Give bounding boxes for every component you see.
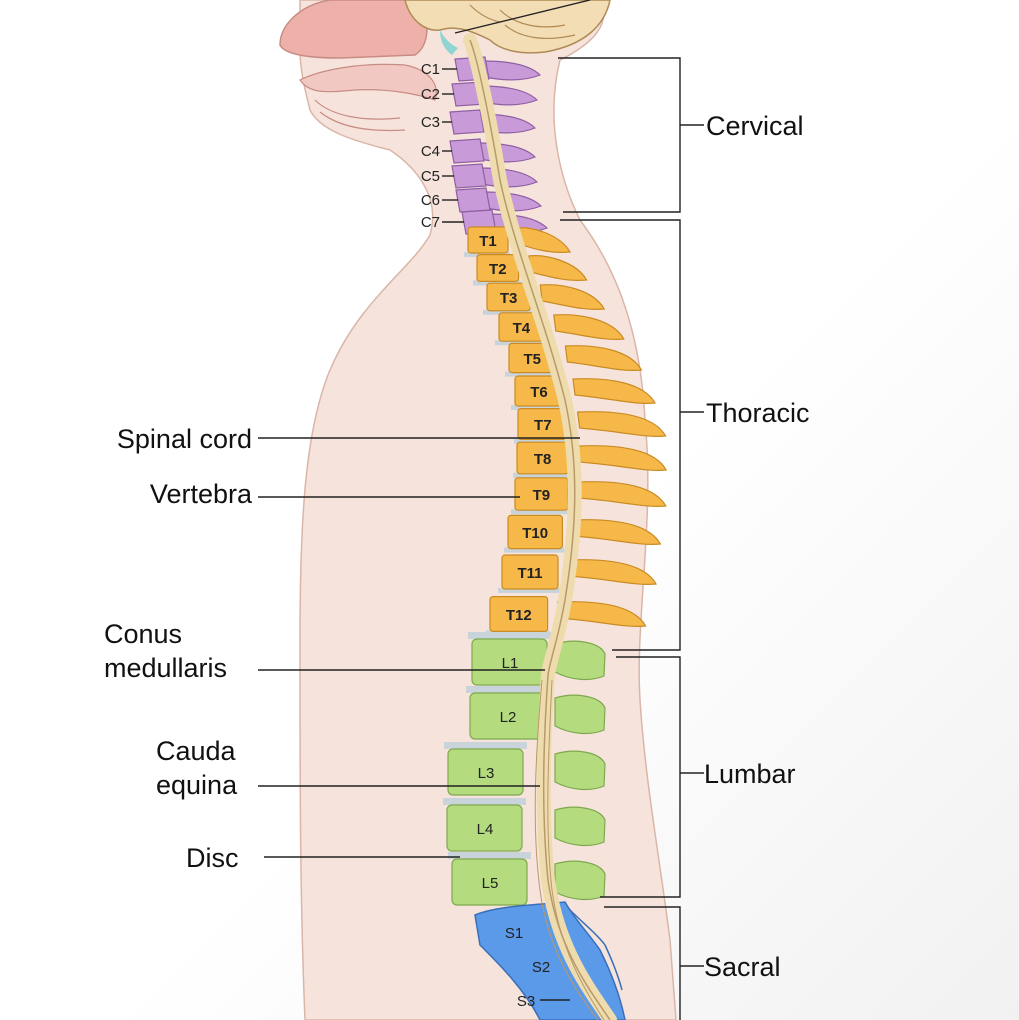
sacral-ridges	[569, 909, 623, 991]
vertebra-body-c3	[449, 109, 485, 135]
disc-t6	[511, 405, 565, 410]
vertebra-label-l4: L4	[477, 821, 494, 838]
spinous-process-t4	[553, 314, 625, 340]
brain-folds	[469, 4, 576, 40]
vertebra-label-l3: L3	[478, 765, 495, 782]
region-sacral-label: Sacral	[704, 952, 781, 982]
cervical-bracket	[558, 57, 704, 213]
spinous-process-t7	[576, 411, 667, 437]
region-cervical-label: Cervical	[706, 111, 804, 141]
vertebra-body-c5	[451, 163, 487, 189]
vertebra-label-t8: T8	[534, 451, 552, 468]
vertebra-label-t11: T11	[517, 565, 542, 582]
region-thoracic-label: Thoracic	[706, 398, 810, 428]
spinous-process-c1	[482, 60, 542, 81]
lumbar-bracket	[600, 656, 704, 898]
disc-t4	[495, 340, 546, 346]
brainstem-pointer	[454, 0, 591, 34]
conus-label-line1: Conus	[104, 619, 182, 649]
disc-l1	[468, 632, 551, 639]
disc-l4	[443, 798, 526, 805]
vertebra-labels: C1C2C3C4C5C6C7T1T2T3T4T5T6T7T8T9T10T11T1…	[421, 61, 570, 1010]
vertebra-label-c3: C3	[421, 114, 440, 131]
vertebra-label-c6: C6	[421, 192, 440, 209]
spinous-process-t1	[517, 227, 571, 253]
spinous-process-l1	[554, 640, 606, 681]
vertebra-label-l1: L1	[502, 655, 519, 672]
vertebra-body-t12	[489, 595, 549, 632]
spinous-process-t8	[577, 445, 668, 471]
region-lumbar-label: Lumbar	[704, 759, 796, 789]
disc-l5	[448, 852, 531, 859]
disc-t5	[505, 371, 558, 377]
spinous-process-t6	[572, 378, 656, 404]
vertebra-label-t12: T12	[506, 607, 532, 624]
throat-lines	[314, 99, 406, 132]
vertebra-label-c4: C4	[421, 143, 440, 160]
vertebra-body-t10	[507, 514, 564, 550]
airway	[440, 30, 458, 55]
vertebra-label-t2: T2	[489, 261, 507, 278]
vertebra-label-s3: S3	[517, 993, 535, 1010]
spinous-process-l5	[554, 860, 606, 901]
spinous-process-t5	[564, 345, 643, 371]
disc-t11	[498, 588, 560, 593]
vertebra-label-c5: C5	[421, 168, 440, 185]
vertebra-label-s1: S1	[505, 925, 523, 942]
disc-t8	[513, 472, 571, 478]
mouth-area	[299, 63, 437, 101]
spinous-process-t2	[527, 255, 588, 281]
cauda-equina-fibers	[534, 679, 605, 1020]
disc-t7	[514, 438, 570, 444]
sacral-bracket	[604, 906, 704, 1020]
conus-label-line2: medullaris	[104, 653, 227, 683]
nasal-cavity	[279, 0, 428, 59]
spinous-process-l2	[554, 694, 606, 735]
disc-t9	[511, 509, 570, 515]
disc-label: Disc	[186, 843, 239, 873]
vertebra-label-t3: T3	[500, 290, 518, 307]
vertebra-label-t7: T7	[534, 417, 552, 434]
vertebra-label-c7: C7	[421, 214, 440, 231]
spinous-process-t11	[567, 559, 657, 585]
spinous-process-t3	[539, 284, 606, 310]
vertebral-bodies	[446, 56, 569, 906]
disc-l3	[444, 742, 527, 749]
spinous-process-l3	[554, 750, 606, 791]
spinous-process-l4	[554, 806, 606, 847]
vertebra-label-t1: T1	[479, 233, 497, 250]
vertebra-body-c6	[455, 187, 491, 213]
vertebra-body-l3	[447, 748, 524, 796]
cauda-label-line1: Cauda	[156, 736, 237, 766]
spinous-process-t9	[577, 481, 667, 507]
vertebra-label-t10: T10	[522, 525, 548, 542]
thoracic-bracket	[560, 219, 704, 651]
vertebra-label-s2: S2	[532, 959, 550, 976]
disc-t10	[504, 547, 565, 553]
vertebra-body-t1	[467, 226, 509, 254]
vertebra-body-c4	[449, 138, 485, 164]
spinous-process-t10	[571, 519, 662, 545]
spinal-cord-label: Spinal cord	[117, 424, 252, 454]
vertebra-label: Vertebra	[150, 479, 253, 509]
vertebra-label-c1: C1	[421, 61, 440, 78]
vertebra-label-l2: L2	[500, 709, 517, 726]
cauda-label-line2: equina	[156, 770, 238, 800]
vertebra-label-l5: L5	[482, 875, 499, 892]
vertebra-body-l5	[451, 858, 528, 906]
vertebra-label-c2: C2	[421, 86, 440, 103]
vertebra-body-l4	[446, 804, 523, 852]
vertebra-label-t4: T4	[513, 320, 531, 337]
spinous-process-t12	[556, 601, 647, 627]
disc-l2	[466, 686, 549, 693]
vertebra-body-t11	[501, 554, 559, 590]
vertebra-label-t5: T5	[523, 351, 541, 368]
spinal-cord-edge	[469, 39, 611, 1020]
vertebra-label-t9: T9	[533, 487, 551, 504]
vertebra-label-t6: T6	[530, 384, 548, 401]
